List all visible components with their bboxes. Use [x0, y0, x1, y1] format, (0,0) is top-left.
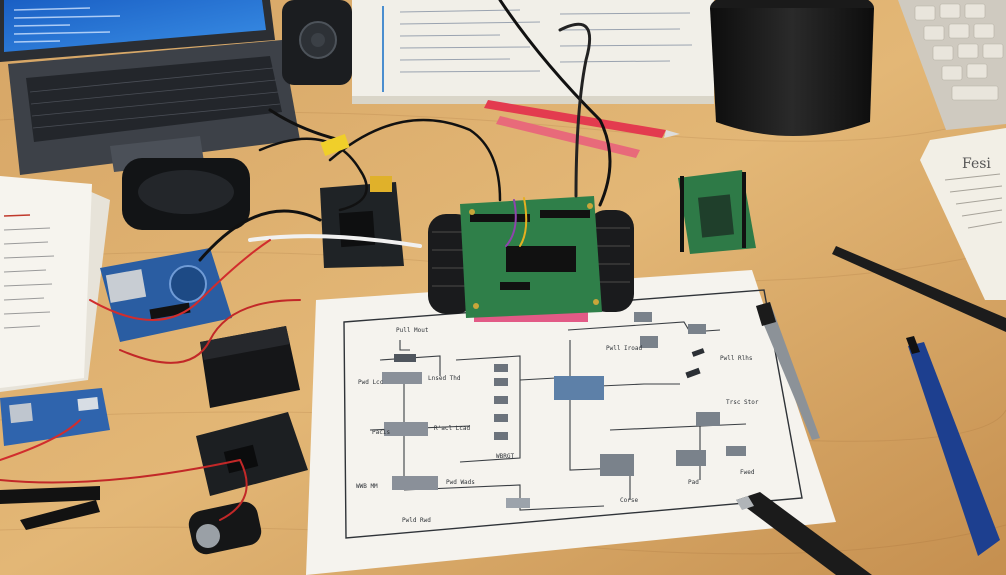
- schematic-label: Pwd Lcc: [358, 379, 384, 386]
- schematic-label: Pacis: [372, 429, 390, 436]
- schematic-label: Lnsed Thd: [428, 375, 461, 382]
- schematic-labels: Pull Mout Pwd Lcc Lnsed Thd Pacis R'acl …: [356, 327, 759, 524]
- schematic-label: Corse: [620, 497, 638, 504]
- schematic-label: Pwld Rwd: [402, 517, 431, 524]
- laptop-screen: [4, 0, 266, 52]
- red-pens: [484, 100, 680, 158]
- schematic-label: WBRGT: [496, 453, 514, 460]
- black-pen-right: [832, 246, 1006, 332]
- schematic-components: [382, 312, 746, 508]
- silver-pen: [756, 302, 820, 440]
- green-module-right: [678, 170, 756, 254]
- dc-motor: [188, 501, 262, 555]
- right-notes: Fesi: [920, 128, 1006, 300]
- small-speaker: [282, 0, 352, 85]
- schematic-paper: Pull Mout Pwd Lcc Lnsed Thd Pacis R'acl …: [306, 270, 836, 575]
- keyboard: [898, 0, 1006, 130]
- wires: [0, 0, 612, 521]
- schematic-label: Trsc Stor: [726, 399, 759, 406]
- schematic-label: Pwd Wads: [446, 479, 475, 486]
- laptop-keyboard: [26, 56, 282, 142]
- yellow-connector: [320, 133, 350, 157]
- schematic-label: Fwed: [740, 469, 755, 476]
- schematic-label: Pad: [688, 479, 699, 486]
- probe-cable-2: [20, 500, 100, 530]
- pen-cup: [710, 0, 874, 136]
- notebook-top: [352, 0, 714, 104]
- schematic-label: Pwll Rlhs: [720, 355, 753, 362]
- black-device: [122, 158, 250, 230]
- black-board-bottom: [196, 412, 308, 496]
- black-pen-bottom: [736, 492, 872, 575]
- schematic-label: WWB MM: [356, 483, 378, 490]
- robot-chip: [506, 246, 576, 272]
- dark-dev-board: [320, 176, 404, 268]
- tracked-robot: [428, 196, 634, 322]
- schematic-label: R'acl Lcad: [434, 425, 471, 432]
- blue-sensor-module: [0, 388, 110, 446]
- note-right-title: Fesi: [962, 156, 991, 172]
- schematic-label: Pwll Iroad: [606, 345, 643, 352]
- probe-cable-1: [0, 486, 100, 504]
- power-adapter: [200, 326, 300, 408]
- left-papers: [0, 176, 110, 392]
- blue-soldering-iron: [906, 336, 1000, 556]
- schematic-label: Pull Mout: [396, 327, 429, 334]
